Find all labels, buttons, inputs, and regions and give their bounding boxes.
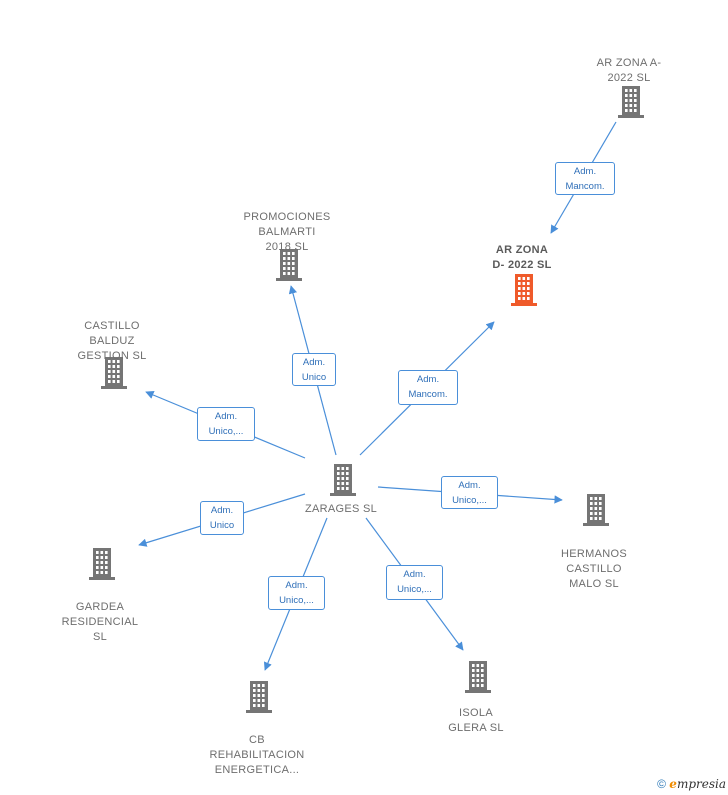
building-icon-promociones[interactable] [276, 249, 302, 281]
edge-label-zarages-to-castillo_balduz[interactable]: Adm. Unico,... [197, 407, 255, 441]
brand-initial: e [669, 777, 677, 791]
brand-logo: empresia [669, 777, 726, 791]
copyright-icon: © [657, 777, 666, 791]
edge-label-zarages-to-gardea[interactable]: Adm. Unico [200, 501, 244, 535]
node-label-isola[interactable]: ISOLA GLERA SL [448, 707, 504, 734]
node-label-ar_zona_d[interactable]: AR ZONA D- 2022 SL [492, 244, 552, 271]
building-icon-ar_zona_a[interactable] [618, 86, 644, 118]
node-label-zarages[interactable]: ZARAGES SL [304, 503, 378, 515]
node-label-castillo_balduz[interactable]: CASTILLO BALDUZ GESTION SL [77, 320, 147, 362]
edge-label-zarages-to-isola[interactable]: Adm. Unico,... [386, 565, 443, 600]
node-label-gardea[interactable]: GARDEA RESIDENCIAL SL [61, 601, 139, 643]
edge-label-zarages-to-promociones[interactable]: Adm. Unico [292, 353, 336, 386]
node-label-promociones[interactable]: PROMOCIONES BALMARTI 2018 SL [243, 211, 331, 253]
node-label-ar_zona_a[interactable]: AR ZONA A- 2022 SL [596, 57, 662, 84]
edge-label-ar_zona_a-to-ar_zona_d[interactable]: Adm. Mancom. [555, 162, 615, 195]
brand-name: mpresia [676, 777, 726, 791]
edge-label-zarages-to-cb[interactable]: Adm. Unico,... [268, 576, 325, 610]
building-icon-ar_zona_d[interactable] [511, 274, 537, 306]
building-icon-hermanos[interactable] [583, 494, 609, 526]
building-icon-zarages[interactable] [330, 464, 356, 496]
node-label-cb[interactable]: CB REHABILITACION ENERGETICA... [209, 734, 305, 776]
edge-label-zarages-to-hermanos[interactable]: Adm. Unico,... [441, 476, 498, 509]
building-icon-cb[interactable] [246, 681, 272, 713]
edge-label-zarages-to-ar_zona_d[interactable]: Adm. Mancom. [398, 370, 458, 405]
node-label-hermanos[interactable]: HERMANOS CASTILLO MALO SL [561, 548, 627, 590]
building-icon-gardea[interactable] [89, 548, 115, 580]
building-icon-castillo_balduz[interactable] [101, 357, 127, 389]
footer-brand: © empresia [657, 777, 726, 791]
building-icon-isola[interactable] [465, 661, 491, 693]
